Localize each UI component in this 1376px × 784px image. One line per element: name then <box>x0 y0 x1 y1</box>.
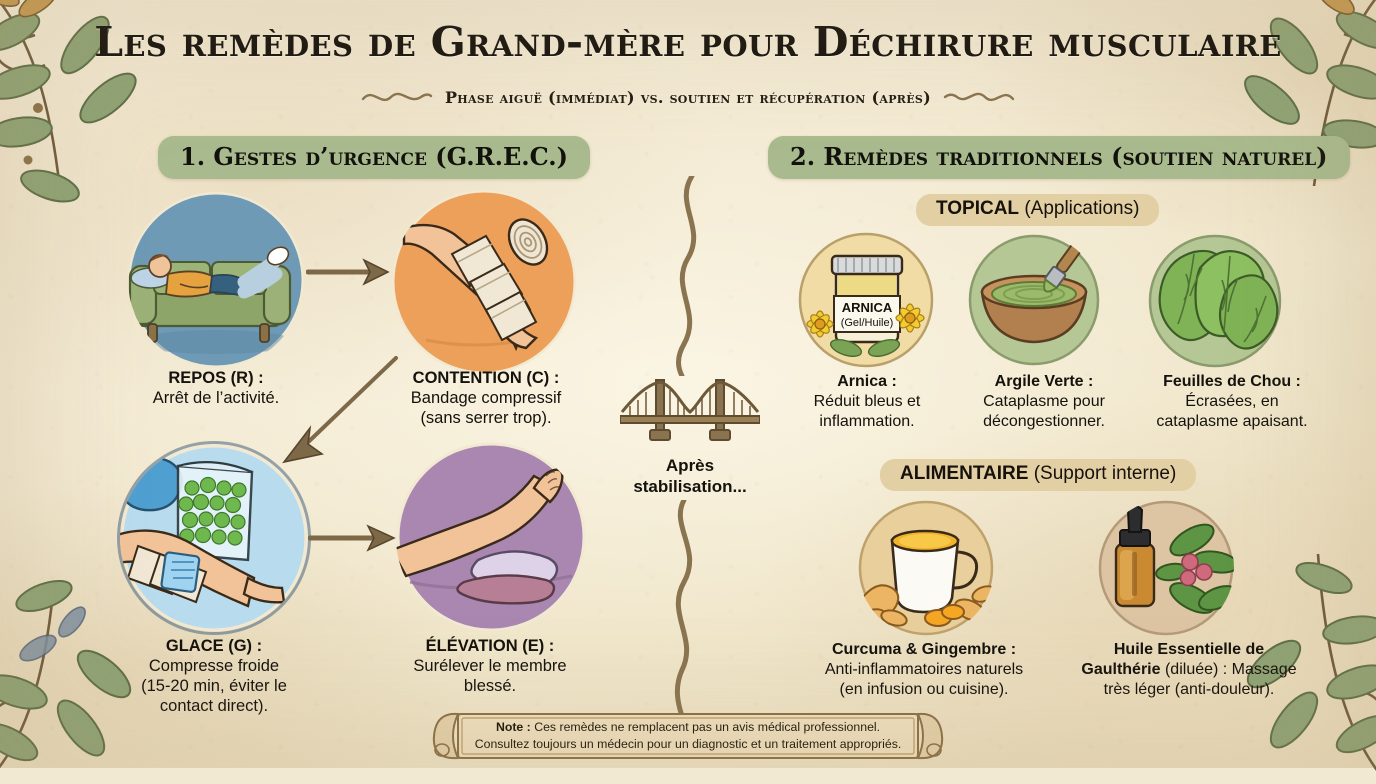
pillow-stack-icon <box>456 550 559 605</box>
caption-glace: GLACE (G) : Compresse froide (15-20 min,… <box>108 636 320 717</box>
illustration-contention <box>392 190 576 374</box>
arnica-flower-right-icon <box>895 303 925 333</box>
caption-gaultherie-title-rest: (diluée) : Massage <box>1160 661 1297 678</box>
flourish-left-icon <box>361 92 433 101</box>
subsection-alimentaire-rest: (Support interne) <box>1028 463 1177 484</box>
bandaged-lower-leg-icon <box>120 529 286 608</box>
clay-bowl-icon <box>980 274 1088 344</box>
illustration-repos <box>128 192 304 368</box>
caption-repos-desc: Arrêt de l’activité. <box>152 389 280 408</box>
note-line-1-text: Ces remèdes ne remplacent pas un avis mé… <box>530 719 881 734</box>
bandaged-leg-icon <box>402 218 549 352</box>
illustration-arnica: ARNICA (Gel/Huile) <box>798 232 934 368</box>
cabbage-leaves-icon <box>1158 249 1279 350</box>
illustration-curcuma <box>858 500 994 636</box>
caption-arnica-title: Arnica : <box>837 373 897 390</box>
note-line-2: Consultez toujours un médecin pour un di… <box>474 737 902 751</box>
page-subtitle: Phase aiguë (immédiat) vs. soutien et ré… <box>444 88 932 107</box>
note-line-1: Note : Ces remèdes ne remplacent pas un … <box>496 719 880 736</box>
caption-elevation-title: ÉLÉVATION (E) : <box>425 637 555 655</box>
caption-arnica: Arnica : Réduit bleus et inflammation. <box>782 372 952 432</box>
note-label: Note : <box>495 719 531 734</box>
caption-repos: REPOS (R) : Arrêt de l’activité. <box>118 368 314 408</box>
illustration-elevation <box>396 442 586 632</box>
subsection-topical-rest: (Applications) <box>1019 198 1140 219</box>
turmeric-tea-cup-icon <box>890 529 979 614</box>
turmeric-slices-icon <box>924 604 965 627</box>
caption-argile-desc: Cataplasme pour décongestionner. <box>983 393 1105 430</box>
caption-argile: Argile Verte : Cataplasme pour décongest… <box>954 372 1134 432</box>
caption-gaultherie: Huile Essentielle de Gaulthérie (diluée)… <box>1058 640 1320 700</box>
subtitle-row: Phase aiguë (immédiat) vs. soutien et ré… <box>0 88 1376 107</box>
caption-elevation: ÉLÉVATION (E) : Surélever le membre bles… <box>386 636 594 696</box>
page-title: Les remèdes de Grand-mère pour Déchirure… <box>94 18 1282 66</box>
elevated-leg-icon <box>396 468 564 578</box>
caption-argile-title: Argile Verte : <box>994 373 1094 390</box>
caption-curcuma-title: Curcuma & Gingembre : <box>831 641 1017 658</box>
caption-glace-desc: Compresse froide (15-20 min, éviter le c… <box>141 657 287 716</box>
section-banner-remedes: 2. Remèdes traditionnels (soutien nature… <box>768 136 1350 179</box>
caption-gaultherie-title: Huile Essentielle de Gaulthérie <box>1081 641 1265 678</box>
flourish-right-icon <box>943 92 1015 101</box>
caption-curcuma: Curcuma & Gingembre : Anti-inflammatoire… <box>796 640 1052 700</box>
resting-person-icon <box>130 246 290 299</box>
essential-oil-bottle-icon <box>1114 505 1156 608</box>
note-scroll: Note : Ces remèdes ne remplacent pas un … <box>432 710 944 762</box>
caption-chou-desc: Écrasées, en cataplasme apaisant. <box>1156 393 1308 430</box>
arnica-leaf-icon <box>829 339 901 357</box>
section-banner-urgence: 1. Gestes d’urgence (G.R.E.C.) <box>158 136 590 179</box>
svg-text:(Gel/Huile): (Gel/Huile) <box>841 317 894 329</box>
caption-curcuma-desc: Anti-inflammatoires naturels (en infusio… <box>824 661 1024 698</box>
caption-arnica-desc: Réduit bleus et inflammation. <box>813 393 921 430</box>
caption-contention: CONTENTION (C) : Bandage compressif (san… <box>384 368 588 428</box>
caption-chou-title: Feuilles de Chou : <box>1163 373 1301 390</box>
subsection-alimentaire-strong: ALIMENTAIRE <box>900 463 1029 484</box>
illustration-argile <box>968 234 1100 366</box>
frozen-peas-bag-icon <box>176 461 254 562</box>
illustration-gaultherie <box>1098 500 1234 636</box>
subsection-topical-strong: TOPICAL <box>936 198 1020 219</box>
subsection-banner-topical: TOPICAL (Applications) <box>916 194 1160 226</box>
arnica-jar-icon: ARNICA (Gel/Huile) <box>830 254 904 344</box>
caption-repos-title: REPOS (R) : <box>168 369 264 387</box>
caption-contention-desc: Bandage compressif (sans serrer trop). <box>410 389 562 428</box>
svg-text:ARNICA: ARNICA <box>842 300 893 315</box>
subsection-banner-alimentaire: ALIMENTAIRE (Support interne) <box>880 459 1197 491</box>
caption-gaultherie-desc: très léger (anti-douleur). <box>1103 681 1275 698</box>
caption-elevation-desc: Surélever le membre blessé. <box>413 657 567 696</box>
bridge-label: Après stabilisation... <box>633 456 747 497</box>
caption-glace-title: GLACE (G) : <box>165 637 263 655</box>
caption-contention-title: CONTENTION (C) : <box>412 369 560 387</box>
illustration-glace <box>120 444 308 632</box>
illustration-chou <box>1148 234 1282 368</box>
arnica-flower-left-icon <box>806 310 834 338</box>
wintergreen-berries-icon <box>1179 553 1213 587</box>
caption-chou: Feuilles de Chou : Écrasées, en cataplas… <box>1134 372 1330 432</box>
